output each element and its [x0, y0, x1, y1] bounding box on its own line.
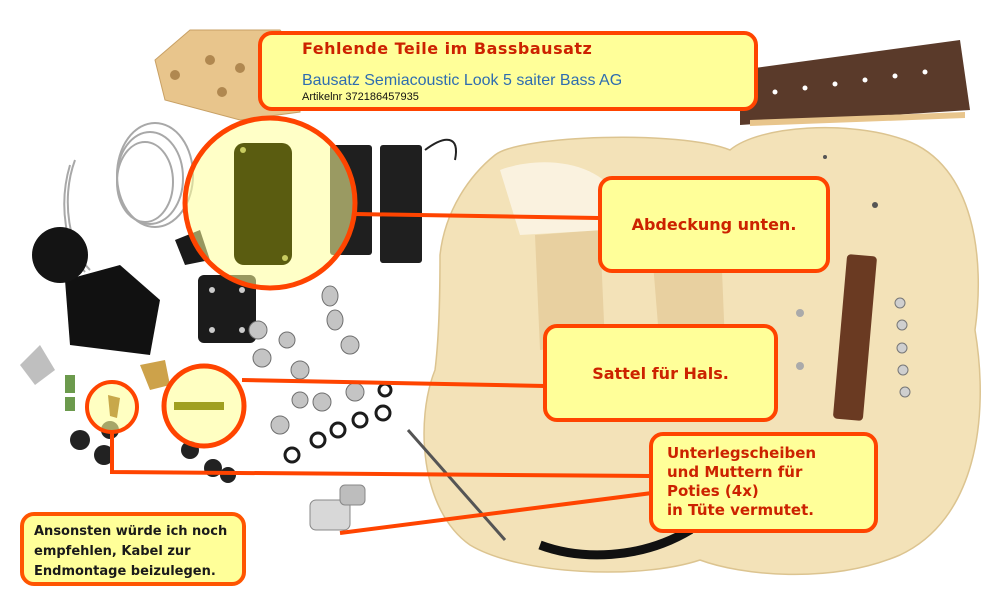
- tuning-machines: [248, 285, 365, 435]
- highlight-washers: [85, 380, 139, 434]
- connector-lines: [110, 212, 653, 535]
- callout-cover-text: Abdeckung unten.: [631, 215, 797, 234]
- output-jack: [20, 345, 55, 385]
- highlight-nut: [161, 363, 247, 449]
- callout-advice-line: empfehlen, Kabel zur: [34, 544, 191, 559]
- truss-rod: [406, 429, 507, 541]
- callout-advice-line: Endmontage beizulegen.: [34, 564, 216, 579]
- kit-title: Fehlende Teile im Bassbausatz: [302, 39, 593, 58]
- callout-washers: Unterlegscheiben und Muttern für Poties …: [649, 432, 878, 533]
- callout-advice-line: Ansonsten würde ich noch: [34, 524, 228, 539]
- callout-nut: Sattel für Hals.: [543, 324, 778, 422]
- bushings: [283, 382, 393, 464]
- callout-nut-text: Sattel für Hals.: [592, 363, 729, 383]
- header-callout: Fehlende Teile im Bassbausatz Bausatz Se…: [258, 31, 758, 111]
- article-number: Artikelnr 372186457935: [302, 91, 419, 103]
- callout-washers-line: und Muttern für: [667, 463, 803, 481]
- highlight-cover: [182, 115, 358, 291]
- pickguards: [32, 227, 256, 355]
- callout-washers-line: Poties (4x): [667, 482, 759, 500]
- screws-pile: [309, 484, 366, 531]
- callout-washers-line: Unterlegscheiben: [667, 444, 817, 462]
- callout-cover: Abdeckung unten.: [598, 176, 830, 273]
- product-name: Bausatz Semiacoustic Look 5 saiter Bass …: [302, 72, 623, 89]
- control-plate: [140, 360, 170, 390]
- callout-advice: Ansonsten würde ich noch empfehlen, Kabe…: [20, 512, 246, 586]
- callout-washers-line: in Tüte vermutet.: [667, 501, 814, 519]
